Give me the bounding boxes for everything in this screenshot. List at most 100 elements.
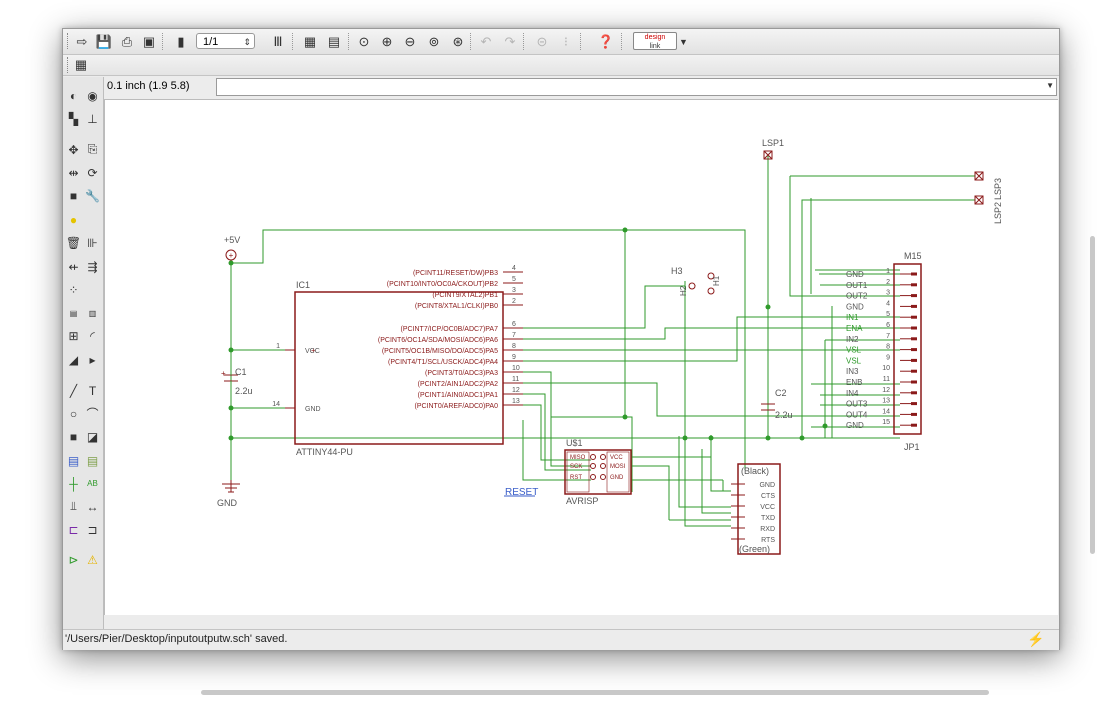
ic1-pin-number: 5 (512, 276, 516, 283)
help-icon[interactable]: ❓ (597, 33, 615, 49)
ulp-icon[interactable]: ⊳ (68, 552, 79, 567)
wire-icon[interactable]: ╱ (69, 383, 78, 398)
jp1-pin-pad (911, 423, 917, 427)
info-icon[interactable]: ◐ (69, 88, 78, 103)
group-icon[interactable]: ■ (69, 188, 78, 203)
label-icon[interactable]: AB (87, 479, 98, 488)
app-window: ⇨ 💾 ⎙ ▣ ▮ 1/1⇕ Ⅲ ▦ ▤ ⊙ ⊕ ⊖ ⊚ ⊛ ↶ ↷ ⊝ ⁝ ❓… (62, 28, 1095, 695)
go-icon[interactable]: ⁝ (563, 33, 569, 49)
smash-icon[interactable]: ⊞ (68, 328, 79, 343)
stop-icon[interactable]: ⊝ (536, 33, 548, 49)
jp1-pin-pad (911, 369, 917, 373)
chevron-down-icon[interactable]: ▼ (679, 37, 688, 47)
text-icon[interactable]: T (88, 383, 97, 398)
display-layers-icon[interactable]: ▚ (68, 111, 79, 126)
dimension-icon[interactable]: ↔ (86, 499, 99, 514)
jp1-pin-pad (911, 412, 917, 416)
zoom-out-icon[interactable]: ⊖ (404, 33, 416, 49)
miter-icon[interactable]: ◜ (90, 328, 95, 343)
jp1-pin-label: OUT4 (846, 410, 868, 419)
ic1-pin-number: 2 (512, 298, 516, 305)
mirror-icon[interactable]: ⇹ (68, 165, 79, 180)
undo-icon[interactable]: ↶ (480, 33, 492, 49)
mark-icon[interactable]: ⊥ (87, 111, 98, 126)
ftdi-pin-label: GND (759, 482, 775, 489)
open-icon[interactable]: ⇨ (76, 33, 88, 49)
sheet-icon[interactable]: ▮ (177, 33, 185, 49)
main-toolbar: ⇨ 💾 ⎙ ▣ ▮ 1/1⇕ Ⅲ ▦ ▤ ⊙ ⊕ ⊖ ⊚ ⊛ ↶ ↷ ⊝ ⁝ ❓… (63, 29, 1059, 55)
net-wires (230, 156, 975, 527)
grid-icon[interactable]: ▦ (74, 56, 88, 72)
split-icon[interactable]: ◢ (68, 352, 79, 367)
cam-processor-icon[interactable]: ▣ (142, 33, 156, 49)
copy-icon[interactable]: ⎘ (87, 142, 98, 156)
erc-icon[interactable]: ⊏ (68, 522, 79, 537)
use-library-icon[interactable]: ▤ (327, 33, 341, 49)
net-icon[interactable]: ▤ (86, 453, 99, 468)
h3-label: H3 (671, 266, 683, 276)
chevron-down-icon[interactable]: ▼ (1046, 81, 1054, 90)
command-line-input[interactable]: ▼ (216, 78, 1057, 96)
schematic-drawing[interactable]: + +5V GND + C1 2.2u C2 2.2u (105, 100, 1058, 615)
ic1-pin-number: 4 (512, 265, 516, 272)
name-tool-icon[interactable]: ▤ (69, 309, 78, 318)
jp1-pin-pad (911, 348, 917, 352)
gateswap-icon[interactable]: ⇶ (87, 259, 98, 274)
board-switch-icon[interactable]: ▦ (303, 33, 317, 49)
script-icon[interactable]: Ⅲ (273, 33, 283, 49)
replace-icon[interactable]: ⁘ (68, 282, 79, 297)
page-select[interactable]: 1/1⇕ (196, 33, 255, 49)
ftdi-pin-label: TXD (761, 515, 775, 522)
value-tool-icon[interactable]: ▥ (88, 309, 97, 318)
jp1-pin-label: OUT2 (846, 292, 868, 301)
zoom-in-icon[interactable]: ⊕ (381, 33, 393, 49)
save-icon[interactable]: 💾 (95, 33, 113, 49)
bus-icon[interactable]: ▤ (67, 453, 80, 468)
zoom-redraw-icon[interactable]: ⊚ (428, 33, 440, 49)
horizontal-scrollbar[interactable] (201, 690, 989, 695)
ic1-pin-label: VCC (305, 348, 320, 355)
svg-text:+: + (311, 346, 316, 355)
redo-icon[interactable]: ↷ (504, 33, 516, 49)
polygon-icon[interactable]: ◪ (86, 429, 99, 444)
warning-icon[interactable]: ⚠ (87, 552, 98, 567)
arc-icon[interactable]: ⌒ (86, 407, 99, 421)
jp1-value: M15 (904, 251, 922, 261)
zoom-select-icon[interactable]: ⊛ (452, 33, 464, 49)
ic1-pin-label: (PCINT2/AIN1/ADC2)PA2 (418, 381, 498, 388)
junction-dots (228, 227, 828, 441)
pinswap-icon[interactable]: ⇷ (68, 259, 79, 274)
lightning-icon[interactable]: ⚡ (1027, 631, 1045, 647)
avr-pin-label: MOSI (610, 464, 626, 470)
jp1-pin-pad (911, 337, 917, 341)
move-icon[interactable]: ✥ (68, 142, 79, 157)
jp1-pin-label: IN4 (846, 389, 859, 398)
change-wrench-icon[interactable]: 🔧 (85, 188, 100, 203)
zoom-fit-icon[interactable]: ⊙ (358, 33, 370, 49)
junction-icon[interactable]: ┼ (69, 476, 78, 491)
circle-icon[interactable]: ○ (69, 406, 78, 421)
jp1-pin-number: 5 (886, 311, 890, 318)
avr-pin-pad (600, 454, 606, 460)
errors-icon[interactable]: ⊐ (87, 522, 98, 537)
print-icon[interactable]: ⎙ (121, 33, 133, 49)
lsp1-pad (763, 150, 773, 160)
avr-pin-label: VCC (610, 455, 623, 461)
schematic-canvas[interactable]: + +5V GND + C1 2.2u C2 2.2u (104, 99, 1095, 695)
rect-icon[interactable]: ■ (69, 429, 78, 444)
add-part-icon[interactable]: ⊪ (87, 235, 98, 250)
toolbar-grip[interactable] (67, 57, 70, 73)
attribute-icon[interactable]: ⫫ (70, 499, 77, 513)
paste-icon[interactable]: ● (69, 212, 78, 227)
rotate-icon[interactable]: ⟳ (87, 165, 98, 180)
jp1-pin-label: ENA (846, 324, 863, 333)
jp1-pin-pad (911, 402, 917, 406)
show-icon[interactable]: ◉ (87, 88, 98, 103)
vertical-scrollbar[interactable] (1090, 236, 1095, 554)
invoke-icon[interactable]: ▸ (89, 352, 96, 367)
delete-icon[interactable]: 🗑 (65, 235, 82, 250)
jp1-pin-number: 10 (882, 365, 890, 372)
toolbar-grip[interactable] (67, 33, 70, 49)
